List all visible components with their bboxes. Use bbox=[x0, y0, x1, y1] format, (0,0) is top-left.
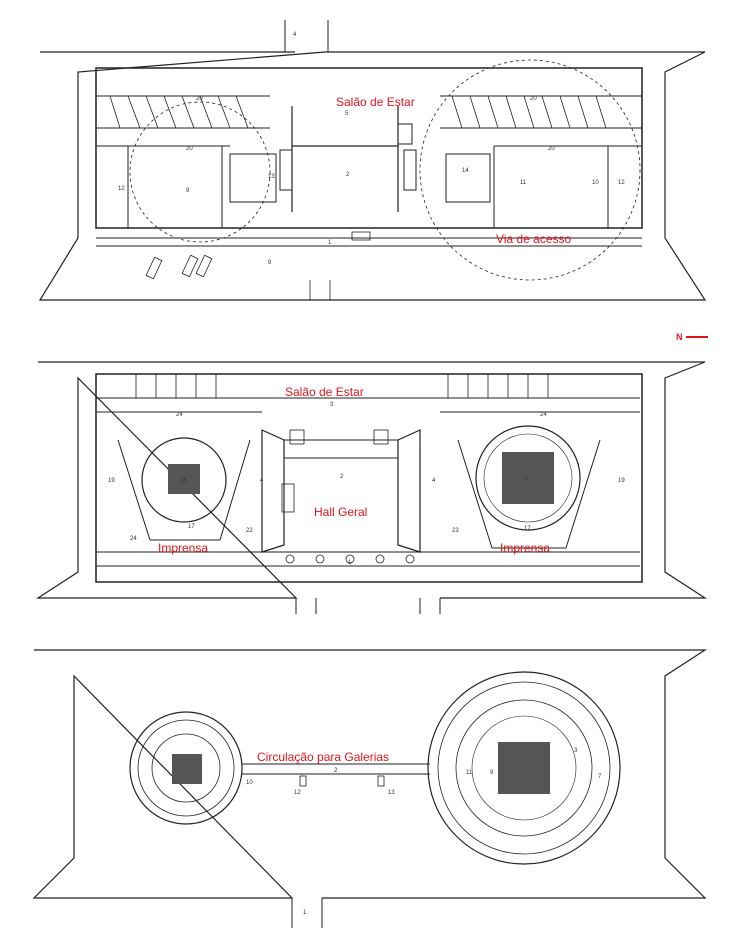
right-plenary-floor bbox=[502, 452, 554, 504]
label-salao-de-estar: Salão de Estar bbox=[336, 95, 415, 109]
senate-chamber-floor bbox=[172, 754, 202, 784]
room-number: 17 bbox=[524, 526, 531, 532]
room-number: 2 bbox=[334, 768, 338, 774]
room-number: 4 bbox=[432, 478, 436, 484]
room-number: 19 bbox=[618, 478, 625, 484]
room-number: 5 bbox=[345, 111, 349, 117]
room-number: 1 bbox=[303, 910, 307, 916]
room-number: 4 bbox=[293, 32, 297, 38]
label-hall-geral: Hall Geral bbox=[314, 505, 367, 519]
label-imprensa-right: Imprensa bbox=[500, 541, 550, 555]
room-number: 7 bbox=[524, 478, 528, 484]
room-number: 17 bbox=[188, 524, 195, 530]
room-number: 24 bbox=[176, 412, 183, 418]
room-number: 10 bbox=[246, 780, 253, 786]
room-number: 20 bbox=[530, 96, 537, 102]
room-number: 3 bbox=[574, 748, 578, 754]
bottom-floor-plan: 10 2 12 13 11 9 3 7 1 Circulação para Ga… bbox=[32, 649, 708, 928]
room-number: 20 bbox=[186, 146, 193, 152]
room-number: 11 bbox=[520, 180, 527, 186]
label-imprensa-left: Imprensa bbox=[158, 541, 208, 555]
room-number: 9 bbox=[268, 260, 272, 266]
room-number: 9 bbox=[490, 770, 494, 776]
room-number: 19 bbox=[108, 478, 115, 484]
room-number: 3 bbox=[330, 402, 334, 408]
room-number: 24 bbox=[540, 412, 547, 418]
label-via-de-acesso: Via de acesso bbox=[496, 232, 571, 246]
north-arrow-letter: N bbox=[676, 332, 683, 342]
room-number: 12 bbox=[118, 186, 125, 192]
room-number: 22 bbox=[246, 528, 253, 534]
room-number: 11 bbox=[466, 770, 473, 776]
room-number: 2 bbox=[340, 474, 344, 480]
room-number: 12 bbox=[294, 790, 301, 796]
label-salao-de-estar: Salão de Estar bbox=[285, 385, 364, 399]
north-arrow: N bbox=[676, 332, 708, 342]
room-number: 24 bbox=[130, 536, 137, 542]
room-number: 23 bbox=[452, 528, 459, 534]
room-number: 13 bbox=[268, 174, 275, 180]
room-number: 20 bbox=[548, 146, 555, 152]
room-number: 10 bbox=[592, 180, 599, 186]
room-number: 16 bbox=[180, 478, 187, 484]
room-number: 1 bbox=[328, 240, 332, 246]
room-number: 7 bbox=[598, 774, 602, 780]
room-number: 4 bbox=[260, 478, 264, 484]
room-number: 9 bbox=[186, 188, 190, 194]
top-floor-plan: 4 20 20 5 20 20 2 12 9 13 14 11 10 12 1 … bbox=[38, 20, 707, 301]
room-number: 1 bbox=[348, 560, 352, 566]
room-number: 12 bbox=[618, 180, 625, 186]
room-number: 14 bbox=[462, 168, 469, 174]
room-number: 13 bbox=[388, 790, 395, 796]
room-number: 20 bbox=[196, 96, 203, 102]
chamber-of-deputies-floor bbox=[498, 742, 550, 794]
left-plenary-floor bbox=[168, 464, 200, 494]
label-circulacao-para-galerias: Circulação para Galerias bbox=[257, 750, 389, 764]
middle-floor-plan: 3 24 24 16 7 4 2 4 19 19 17 17 24 23 22 … bbox=[35, 361, 708, 614]
room-number: 2 bbox=[346, 172, 350, 178]
